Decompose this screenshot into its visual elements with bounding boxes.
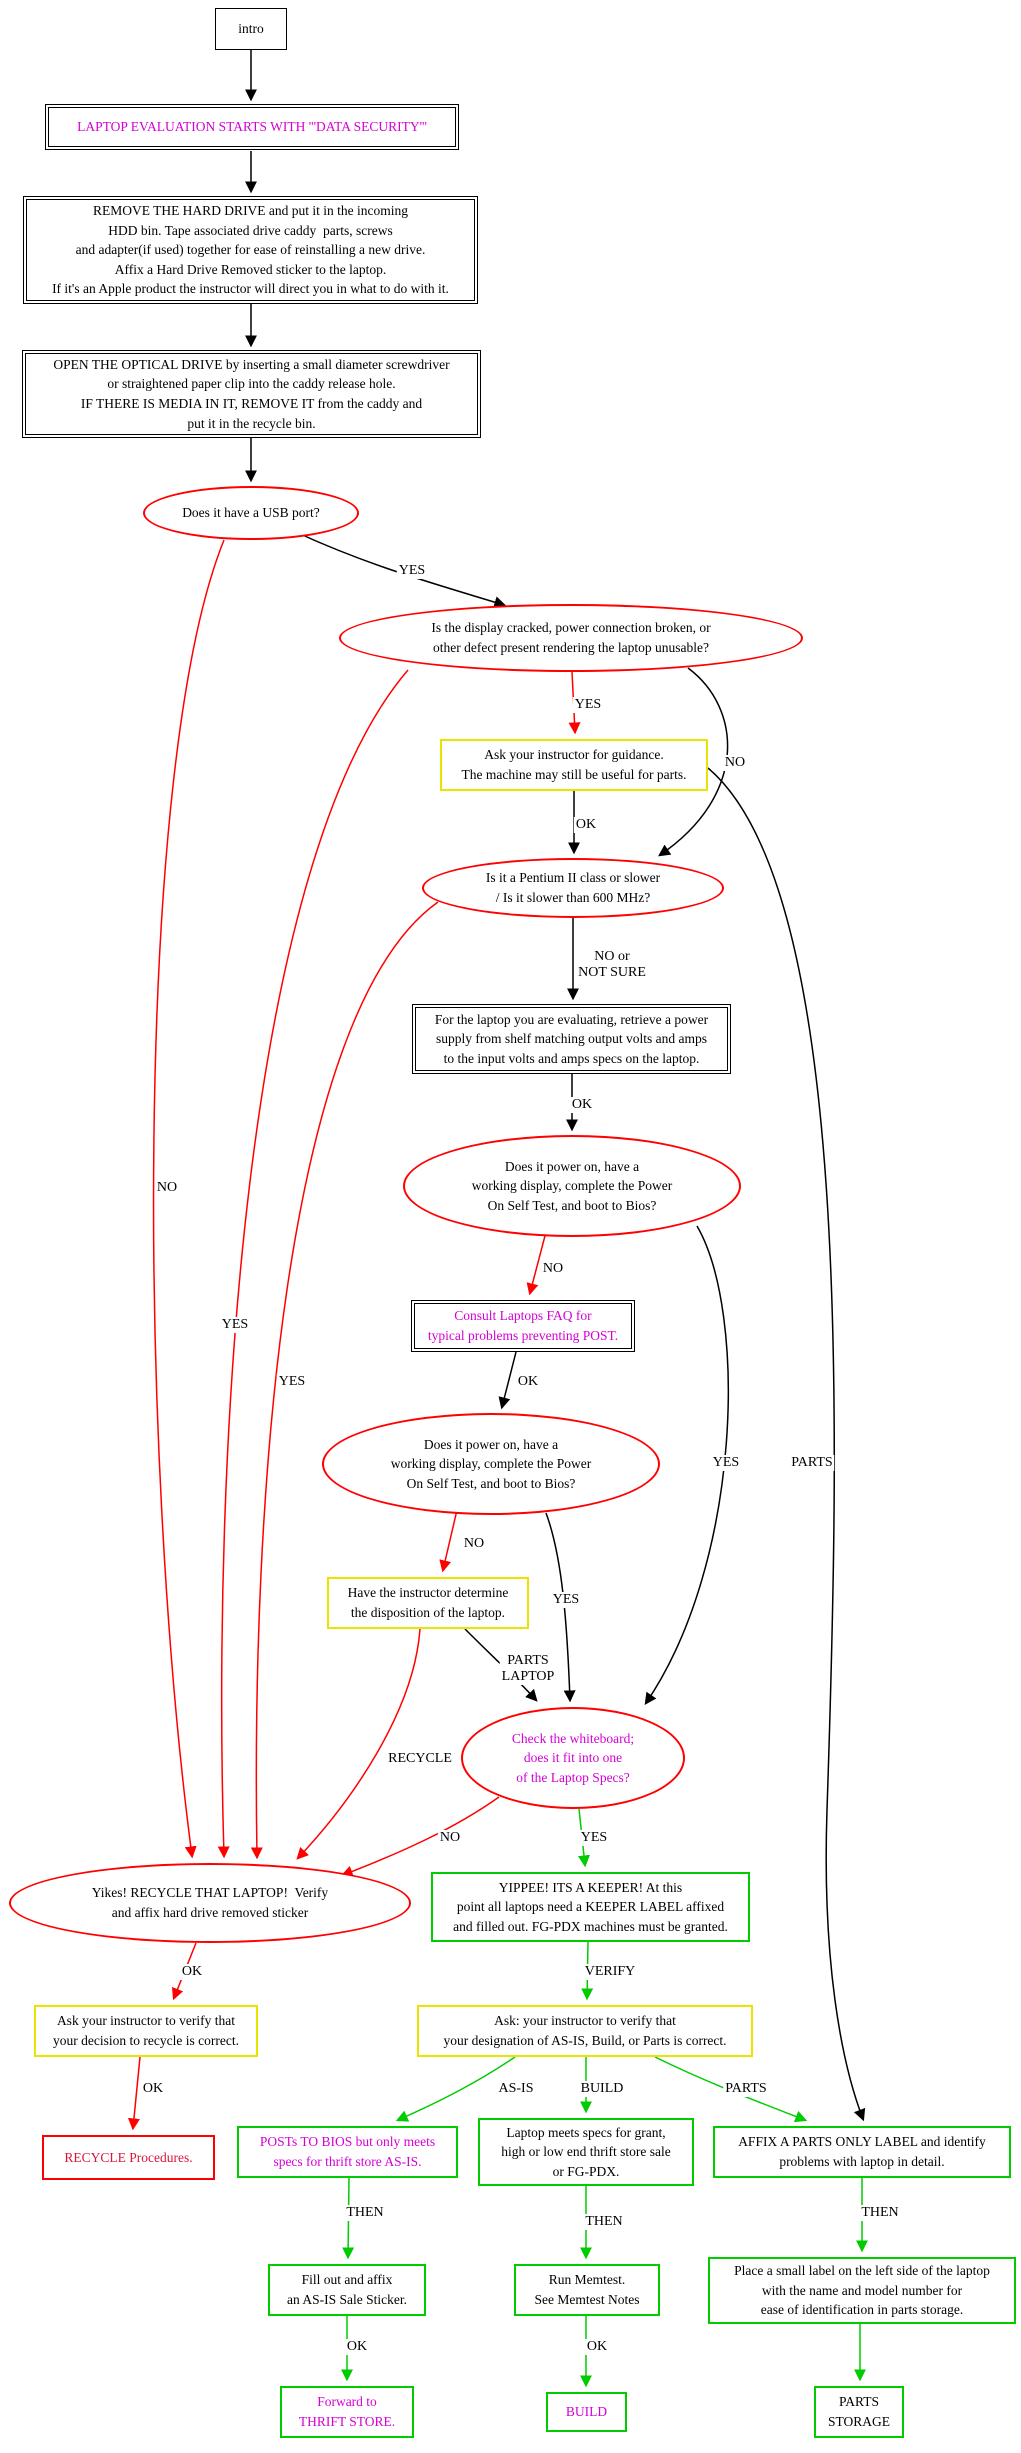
node-place-small-label: Place a small label on the left side of …	[708, 2257, 1016, 2324]
node-affix-parts-label: AFFIX A PARTS ONLY LABEL and identify pr…	[713, 2126, 1011, 2178]
node-check-whiteboard: Check the whiteboard; does it fit into o…	[461, 1707, 685, 1809]
node-post-question-1: Does it power on, have a working display…	[403, 1135, 741, 1237]
edge-label-pentium-power: NO or NOT SURE	[576, 949, 648, 981]
edge-label-post1-faq: NO	[540, 1261, 566, 1277]
node-usb-port-question: Does it have a USB port?	[143, 486, 359, 540]
edge-label-build-memtest: THEN	[583, 2214, 625, 2230]
edge-label-parts-place: THEN	[859, 2205, 901, 2221]
edge-label-verify-asis: AS-IS	[496, 2081, 536, 2097]
node-build-specs: Laptop meets specs for grant, high or lo…	[478, 2118, 694, 2186]
edge-verifyrecycle-procedures	[127, 2056, 141, 2131]
edge-pentium-recycle	[250, 901, 439, 1860]
node-data-security: LAPTOP EVALUATION STARTS WITH '''DATA SE…	[45, 104, 459, 150]
node-pentium-ii-question: Is it a Pentium II class or slower / Is …	[422, 858, 724, 918]
node-retrieve-power-supply: For the laptop you are evaluating, retri…	[412, 1004, 731, 1074]
node-instructor-disposition: Have the instructor determine the dispos…	[327, 1577, 529, 1629]
edge-faq-post2	[498, 1351, 517, 1410]
edge-post1-faq	[526, 1231, 547, 1296]
edge-label-fill-thrift: OK	[344, 2339, 370, 2355]
edge-label-verify-parts: PARTS	[723, 2081, 769, 2097]
edge-label-post1-whiteboard: YES	[710, 1455, 742, 1471]
edge-label-verify-procedures: OK	[140, 2081, 166, 2097]
node-fill-out-asis-sticker: Fill out and affix an AS-IS Sale Sticker…	[268, 2264, 426, 2316]
node-recycle-procedures: RECYCLE Procedures.	[42, 2135, 215, 2180]
edge-label-disposition-recycle: RECYCLE	[386, 1751, 454, 1767]
edge-label-display-pentium: NO	[722, 755, 748, 771]
edge-label-whiteboard-recycle: NO	[437, 1830, 463, 1846]
edge-disposition-recycle	[296, 1628, 421, 1860]
edge-label-memtest-build: OK	[584, 2339, 610, 2355]
edge-whiteboard-recycle	[340, 1796, 500, 1878]
edge-label-whiteboard-keeper: YES	[578, 1830, 610, 1846]
node-keeper: YIPPEE! ITS A KEEPER! At this point all …	[431, 1872, 750, 1942]
edge-label-recycle-verify: OK	[179, 1964, 205, 1980]
edge-label-asis-fill: THEN	[344, 2205, 386, 2221]
node-ask-instructor-guidance: Ask your instructor for guidance. The ma…	[440, 739, 708, 791]
node-build: BUILD	[546, 2392, 627, 2432]
edge-label-verify-build: BUILD	[578, 2081, 626, 2097]
node-intro: intro	[215, 8, 287, 50]
node-post-question-2: Does it power on, have a working display…	[322, 1413, 660, 1515]
edge-label-usb-recycle: NO	[154, 1180, 180, 1196]
node-consult-laptops-faq: Consult Laptops FAQ for typical problems…	[411, 1300, 635, 1352]
edge-post1-whiteboard	[644, 1225, 730, 1705]
edge-label-display-recycle: YES	[219, 1317, 251, 1333]
edge-usb-recycle	[152, 539, 225, 1859]
edge-label-disposition-whiteboard: PARTS LAPTOP	[499, 1653, 557, 1685]
node-asis-specs: POSTs TO BIOS but only meets specs for t…	[237, 2126, 458, 2178]
edge-verifydesignation-asis	[395, 2056, 516, 2122]
edge-label-faq-post2: OK	[515, 1374, 541, 1390]
edge-display-pentium	[658, 667, 729, 857]
edge-label-display-guidance: YES	[572, 697, 604, 713]
node-open-optical-drive: OPEN THE OPTICAL DRIVE by inserting a sm…	[22, 350, 481, 438]
edge-label-pentium-recycle: YES	[276, 1374, 308, 1390]
node-display-cracked-question: Is the display cracked, power connection…	[339, 604, 803, 672]
edge-label-power-post1: OK	[569, 1097, 595, 1113]
node-parts-storage: PARTS STORAGE	[814, 2386, 904, 2438]
edge-label-guidance-parts: PARTS	[789, 1455, 835, 1471]
edge-label-usb-display: YES	[396, 563, 428, 579]
node-forward-thrift-store: Forward to THRIFT STORE.	[280, 2386, 414, 2438]
node-verify-designation: Ask: your instructor to verify that your…	[417, 2005, 753, 2057]
edge-label-post2-disposition: NO	[461, 1536, 487, 1552]
edge-display-recycle	[217, 669, 409, 1859]
node-remove-hard-drive: REMOVE THE HARD DRIVE and put it in the …	[23, 196, 478, 304]
edge-label-keeper-verify: VERIFY	[582, 1964, 638, 1980]
edge-label-guidance-pentium: OK	[573, 817, 599, 833]
edge-guidance-partsbox	[707, 767, 866, 2122]
node-recycle-that-laptop: Yikes! RECYCLE THAT LAPTOP! Verify and a…	[9, 1863, 411, 1943]
node-verify-recycle-decision: Ask your instructor to verify that your …	[34, 2005, 258, 2057]
edge-post2-disposition	[439, 1509, 458, 1573]
node-run-memtest: Run Memtest. See Memtest Notes	[514, 2264, 660, 2316]
edge-label-post2-whiteboard: YES	[550, 1592, 582, 1608]
